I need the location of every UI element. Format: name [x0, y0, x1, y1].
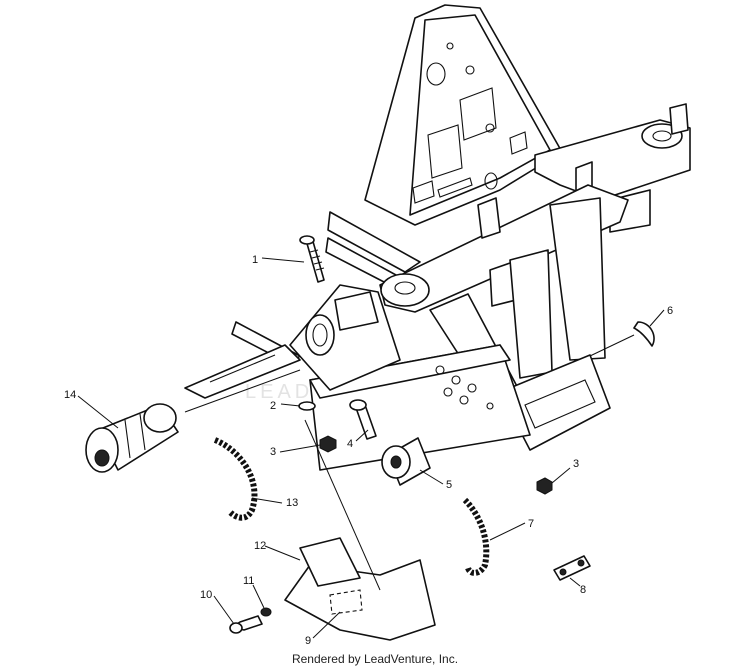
- axle-mount: [289, 284, 401, 391]
- lower-legs: [429, 197, 606, 401]
- callout-2: 2: [270, 400, 276, 412]
- swing-arm: [184, 344, 301, 399]
- callout-4: 4: [347, 438, 353, 450]
- callout-11: 11: [243, 575, 254, 587]
- clip: [633, 321, 655, 347]
- callout-3-right: 3: [573, 458, 579, 470]
- chain-left: [213, 437, 258, 521]
- bolt-4: [349, 399, 377, 440]
- callout-6: 6: [667, 305, 673, 317]
- callout-8: 8: [580, 584, 586, 596]
- callout-7: 7: [528, 518, 534, 530]
- credit-text: Rendered by LeadVenture, Inc.: [291, 652, 459, 666]
- connecting-link: [553, 555, 591, 581]
- callout-3: 3: [270, 446, 276, 458]
- guard-bolt: [229, 615, 263, 634]
- leader-lines: [77, 257, 665, 639]
- callout-14: 14: [64, 389, 76, 401]
- chain-guard: [284, 537, 436, 641]
- chain-right: [462, 497, 490, 576]
- sprocket-drum: [85, 403, 179, 473]
- callout-10: 10: [200, 589, 212, 601]
- lock-washer: [260, 607, 272, 617]
- nut-right: [536, 477, 553, 495]
- callout-5: 5: [446, 479, 452, 491]
- upper-cross-tube: [534, 103, 691, 233]
- vertical-plate: [364, 4, 563, 226]
- nut-left: [319, 435, 337, 453]
- callout-12: 12: [254, 540, 266, 552]
- bushing: [381, 437, 431, 486]
- lower-bracket: [309, 344, 531, 471]
- callout-1: 1: [252, 254, 258, 266]
- callout-labels: 1 2 3 4 5 6 7 8 9 10 11 12 13 14 3: [64, 254, 673, 647]
- washer: [298, 401, 316, 411]
- bolt: [299, 235, 325, 283]
- callout-9: 9: [305, 635, 311, 647]
- callout-13: 13: [286, 497, 298, 509]
